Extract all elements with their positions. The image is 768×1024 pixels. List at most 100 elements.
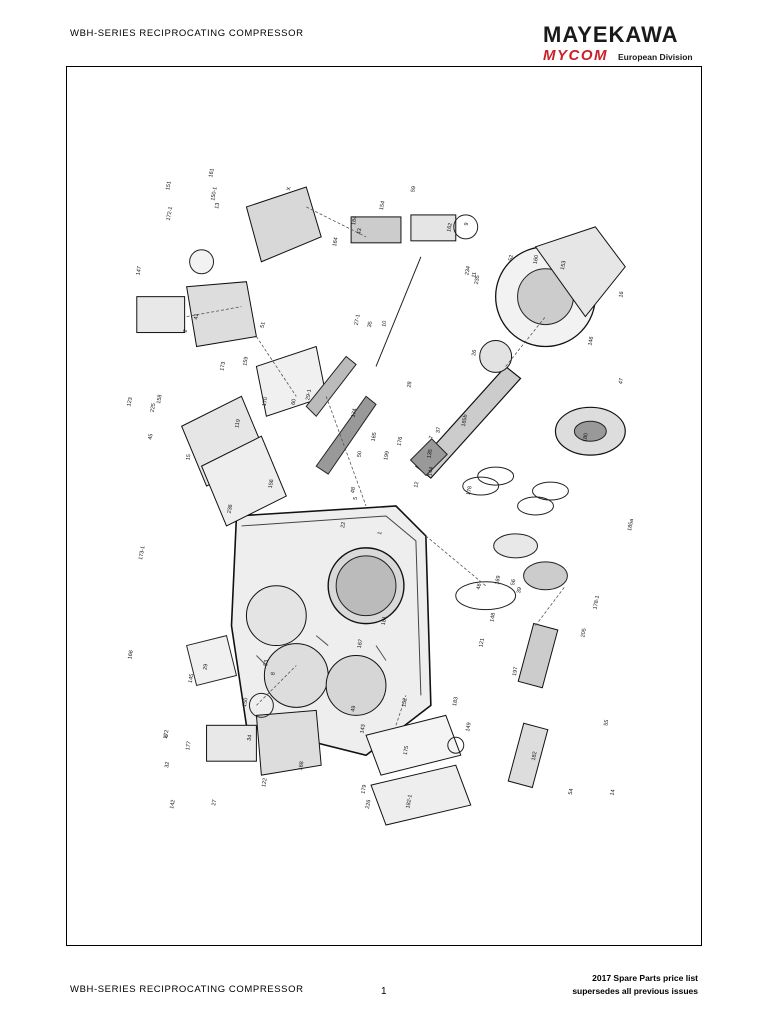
callout-26: 26 — [471, 349, 478, 356]
callout-181: 181 — [381, 616, 388, 626]
callout-148: 148 — [489, 612, 496, 622]
callout-16: 16 — [618, 291, 625, 298]
callout-32: 32 — [164, 761, 171, 768]
callout-174: 174 — [351, 408, 358, 418]
callout-13: 13 — [214, 202, 221, 209]
callout-234: 234 — [464, 266, 471, 276]
callout-167: 167 — [357, 639, 364, 649]
callout-177: 177 — [185, 741, 192, 751]
callout-153: 153 — [560, 260, 567, 270]
leader-lines — [186, 206, 566, 726]
callout-labels: 12567891011121314151622262727-1282929-13… — [126, 168, 635, 809]
callout-48: 48 — [350, 487, 357, 494]
oil-cooler — [507, 622, 559, 789]
callout-6: 6 — [164, 734, 170, 738]
callout-55: 55 — [603, 719, 610, 726]
front-cover — [494, 226, 626, 348]
callout-52: 52 — [508, 254, 515, 261]
callout-123: 123 — [126, 397, 133, 407]
supersedes-label: supersedes all previous issues — [572, 986, 698, 996]
callout-162: 162 — [446, 222, 453, 232]
callout-X: X — [286, 186, 293, 191]
callout-5: 5 — [353, 496, 359, 500]
company-logo: MAYEKAWA MYCOM European Division — [543, 24, 703, 72]
callout-119: 119 — [234, 419, 241, 429]
callout-173: 173 — [219, 361, 226, 371]
callout-178-1: 178-1 — [593, 595, 601, 610]
callout-184: 184 — [351, 216, 358, 226]
callout-27: 27 — [211, 799, 218, 806]
callout-59: 59 — [410, 186, 417, 193]
callout-49: 49 — [350, 705, 357, 712]
callout-41: 41 — [193, 313, 200, 320]
callout-166: 166 — [127, 650, 134, 660]
oil-pan — [365, 714, 472, 826]
callout-144: 144 — [427, 467, 434, 477]
callout-28: 28 — [406, 381, 413, 388]
callout-29-1: 29-1 — [305, 389, 313, 401]
callout-9: 9 — [464, 222, 470, 226]
callout-164: 164 — [332, 237, 339, 247]
callout-185a: 185a — [627, 518, 635, 532]
callout-53: 53 — [263, 659, 270, 666]
callout-197: 197 — [512, 666, 519, 676]
callout-122: 122 — [261, 778, 268, 788]
callout-22: 22 — [340, 521, 347, 528]
callout-121: 121 — [478, 638, 485, 648]
callout-182-1: 182-1 — [405, 794, 413, 809]
callout-60: 60 — [291, 398, 298, 405]
callout-14: 14 — [610, 789, 617, 796]
callout-199: 199 — [383, 451, 390, 461]
callout-142: 142 — [169, 799, 176, 809]
callout-150: 150 — [242, 697, 249, 707]
callout-7: 7 — [428, 435, 434, 439]
callout-11: 11 — [471, 272, 478, 279]
callout-15: 15 — [185, 454, 192, 461]
callout-154: 154 — [379, 201, 386, 211]
callout-205: 205 — [580, 628, 587, 638]
callout-8: 8 — [270, 672, 276, 676]
callout-37: 37 — [435, 427, 442, 434]
callout-151: 151 — [165, 181, 172, 191]
callout-183: 183 — [452, 697, 459, 707]
callout-146: 146 — [588, 336, 595, 346]
callout-173-1: 173-1 — [138, 546, 146, 561]
callout-51: 51 — [260, 321, 267, 328]
callout-1: 1 — [377, 531, 383, 535]
callout-29: 29 — [203, 663, 210, 670]
callout-236: 236 — [227, 504, 234, 514]
callout-54: 54 — [568, 788, 575, 795]
price-list-label: 2017 Spare Parts price list — [592, 973, 698, 983]
piston-rods — [305, 256, 422, 475]
callout-179: 179 — [361, 784, 368, 794]
callout-47: 47 — [618, 378, 625, 385]
callout-145: 145 — [188, 673, 195, 683]
callout-170: 170 — [262, 397, 269, 407]
callout-45: 45 — [148, 433, 155, 440]
callout-135: 135 — [427, 449, 434, 459]
callout-10: 10 — [381, 320, 388, 327]
callout-168: 168 — [298, 761, 305, 771]
callout-35: 35 — [367, 321, 374, 328]
callout-149: 149 — [465, 722, 472, 732]
callout-185b: 185b — [461, 414, 469, 427]
callout-161: 161 — [208, 168, 215, 178]
crankshaft — [409, 340, 522, 479]
logo-mycom: MYCOM — [543, 47, 608, 64]
callout-176: 176 — [397, 436, 404, 446]
footer-title: WBH-SERIES RECIPROCATING COMPRESSOR — [70, 984, 304, 995]
header-title: WBH-SERIES RECIPROCATING COMPRESSOR — [70, 28, 304, 39]
callout-235: 235 — [474, 275, 481, 285]
head-covers — [180, 345, 327, 527]
callout-46: 46 — [476, 583, 483, 590]
discharge-valve-lower — [186, 634, 322, 776]
callout-180: 180 — [582, 433, 589, 443]
bearing-housing — [554, 406, 626, 456]
callout-225: 225 — [150, 403, 157, 413]
callout-172: 172 — [163, 729, 170, 739]
cylinder-liner-upper — [245, 186, 479, 263]
callout-2: 2 — [183, 329, 189, 333]
bearing-rings — [455, 466, 569, 611]
callout-182: 182 — [531, 751, 538, 761]
crankcase-body — [230, 505, 432, 757]
